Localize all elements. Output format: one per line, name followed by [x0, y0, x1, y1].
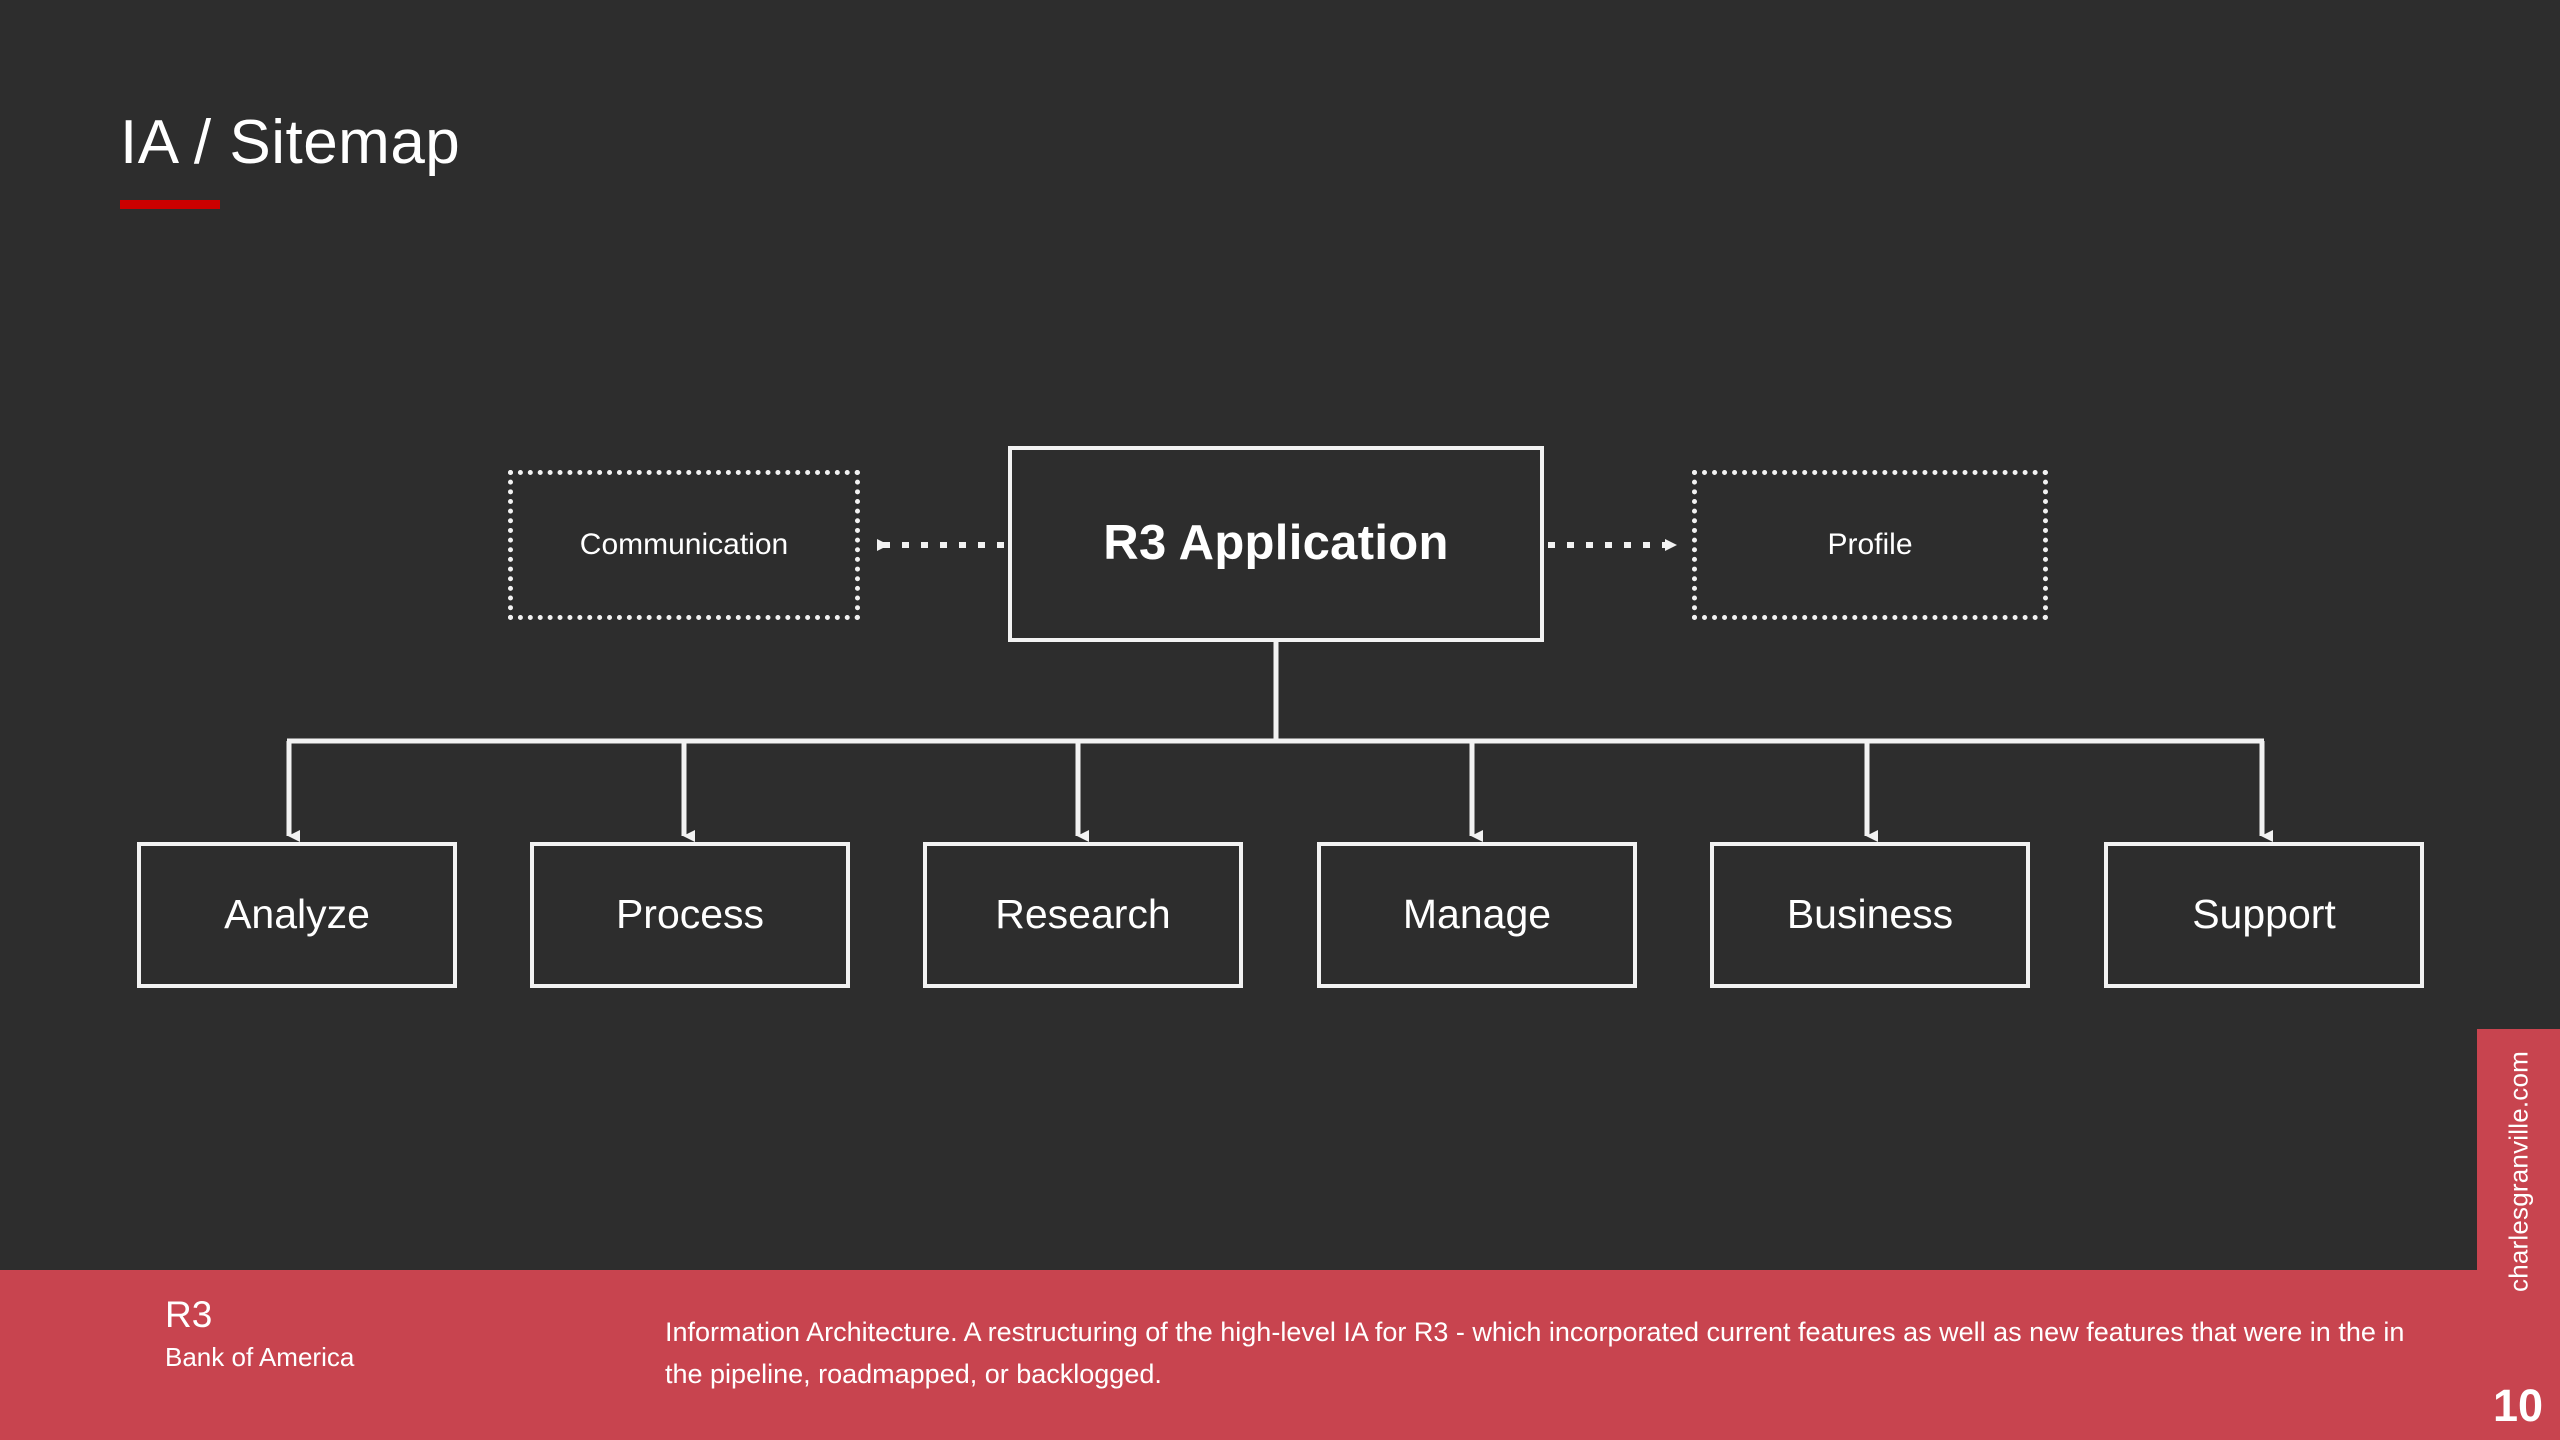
node-support-label: Support — [2192, 891, 2336, 938]
node-analyze[interactable]: Analyze — [137, 842, 457, 988]
node-business-label: Business — [1786, 891, 1954, 938]
right-rail: charlesgranville.com 10 — [2477, 1029, 2560, 1440]
title-block: IA / Sitemap — [120, 112, 460, 209]
footer-client-name: Bank of America — [165, 1341, 355, 1372]
footer-caption: Information Architecture. A restructurin… — [665, 1317, 2405, 1389]
node-research-label: Research — [995, 891, 1171, 938]
node-manage[interactable]: Manage — [1317, 842, 1637, 988]
sitemap-diagram: Communication R3 Application Profile Ana… — [137, 446, 2424, 988]
node-profile-label: Profile — [1827, 528, 1913, 562]
node-profile[interactable]: Profile — [1692, 470, 2048, 620]
node-analyze-label: Analyze — [224, 891, 370, 938]
node-process[interactable]: Process — [530, 842, 850, 988]
node-r3-application-label: R3 Application — [1103, 516, 1449, 571]
node-r3-application[interactable]: R3 Application — [1008, 446, 1544, 642]
rail-site-url[interactable]: charlesgranville.com — [2503, 1051, 2533, 1292]
node-research[interactable]: Research — [923, 842, 1243, 988]
footer-brand-block: R3 Bank of America — [165, 1294, 354, 1372]
node-manage-label: Manage — [1402, 891, 1552, 938]
footer-project-name: R3 — [165, 1294, 213, 1335]
node-communication-label: Communication — [579, 528, 789, 562]
page-title: IA / Sitemap — [120, 108, 461, 177]
page-number: 10 — [2492, 1380, 2543, 1431]
title-underline-accent — [120, 200, 220, 209]
node-process-label: Process — [615, 891, 765, 938]
slide-footer: R3 Bank of America Information Architect… — [0, 1270, 2560, 1440]
rail-site-wrapper: charlesgranville.com — [2503, 1051, 2534, 1351]
node-business[interactable]: Business — [1710, 842, 2030, 988]
node-support[interactable]: Support — [2104, 842, 2424, 988]
node-communication[interactable]: Communication — [508, 470, 860, 620]
